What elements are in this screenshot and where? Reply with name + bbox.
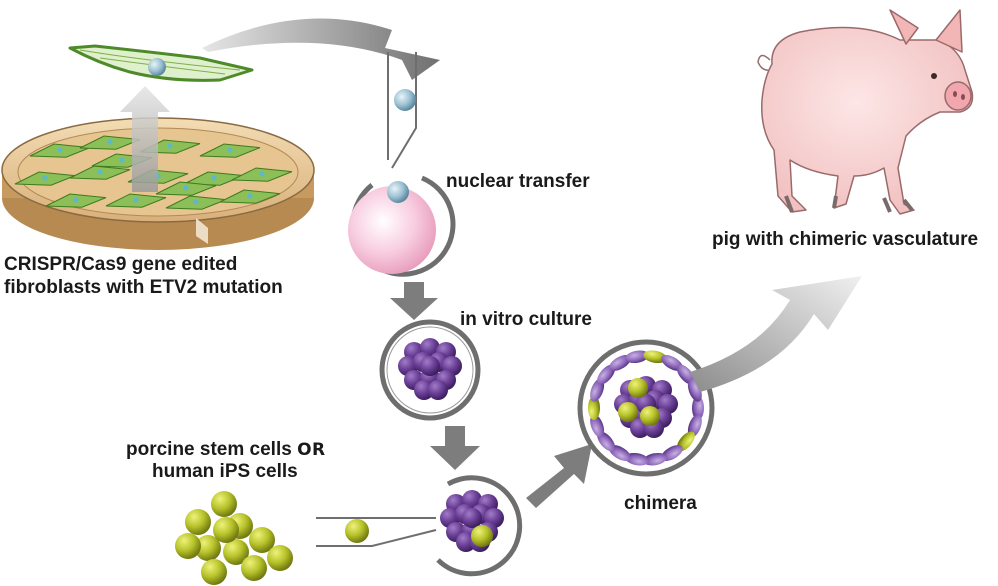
or-label: OR bbox=[297, 440, 326, 460]
stem-cell-5 bbox=[249, 527, 275, 553]
fibroblast-nucleus-4 bbox=[42, 175, 48, 181]
fibroblast-cell-icon bbox=[68, 44, 254, 82]
fibroblast-nucleus-0 bbox=[57, 147, 63, 153]
fibroblast-nucleus-12 bbox=[247, 193, 253, 199]
embryo1-cell-11 bbox=[428, 380, 448, 400]
stem-cell-3 bbox=[195, 535, 221, 561]
chimera-label: chimera bbox=[624, 493, 697, 514]
embryo2-cell-12 bbox=[462, 508, 482, 528]
trophoblast-cell-9 bbox=[588, 396, 600, 420]
fibroblast-nucleus-10 bbox=[133, 197, 139, 203]
stem-cell-10 bbox=[213, 517, 239, 543]
stem-cell-0 bbox=[185, 509, 211, 535]
fibroblast-nucleus-2 bbox=[167, 143, 173, 149]
trophoblast-cell-5 bbox=[625, 452, 649, 466]
fibroblast-nucleus-3 bbox=[227, 147, 233, 153]
stem-cell-7 bbox=[241, 555, 267, 581]
trophoblast-cell-13 bbox=[625, 350, 649, 364]
embryo1-cell-12 bbox=[420, 356, 440, 376]
stem-cell-9 bbox=[175, 533, 201, 559]
stem-cell-cluster-icon bbox=[175, 491, 293, 585]
micropipette-icon bbox=[387, 52, 417, 169]
stem-cell-8 bbox=[267, 545, 293, 571]
embryo-icon bbox=[379, 319, 481, 421]
stem-cells-label-line1: porcine stem cells OR bbox=[126, 438, 326, 462]
embryo1-cell-10 bbox=[414, 380, 434, 400]
chimera-embryo-icon bbox=[577, 339, 715, 477]
fibroblast-nucleus-9 bbox=[73, 197, 79, 203]
fibroblast-nucleus-1 bbox=[107, 139, 113, 145]
fibroblast-nucleus-7 bbox=[211, 175, 217, 181]
up-arrow bbox=[120, 86, 170, 192]
embryo2-cell-10 bbox=[456, 532, 476, 552]
fibroblasts-label-line2: fibroblasts with ETV2 mutation bbox=[4, 277, 283, 298]
stem-cell-1 bbox=[211, 491, 237, 517]
stem-cell-6 bbox=[201, 559, 227, 585]
fibroblast-nucleus-13 bbox=[119, 157, 125, 163]
arrow-to-chimera bbox=[526, 444, 592, 508]
down-arrow-culture bbox=[390, 282, 438, 320]
pig-icon bbox=[757, 9, 974, 215]
oocyte-icon bbox=[348, 175, 456, 277]
fibroblast-nucleus-5 bbox=[97, 169, 103, 175]
injection-pipette-icon bbox=[316, 517, 437, 547]
trophoblast-cell-8 bbox=[590, 414, 605, 438]
stem-cell-4 bbox=[223, 539, 249, 565]
arrow-to-pig bbox=[690, 276, 862, 392]
trophoblast-cell-14 bbox=[643, 350, 667, 364]
blastocyst-icon bbox=[436, 475, 523, 577]
nuclear-transfer-label: nuclear transfer bbox=[446, 171, 590, 192]
pig-label: pig with chimeric vasculature bbox=[712, 229, 979, 250]
stem-cells-text: porcine stem cells bbox=[126, 439, 292, 460]
chimeric-cell-1 bbox=[640, 406, 660, 426]
injected-stem-cell bbox=[471, 525, 493, 547]
fibroblast-nucleus-8 bbox=[259, 171, 265, 177]
chimeric-cell-2 bbox=[618, 402, 638, 422]
stem-cells-label-line2: human iPS cells bbox=[152, 461, 298, 482]
trophoblast-cell-4 bbox=[643, 452, 667, 466]
fibroblasts-label-line1: CRISPR/Cas9 gene edited bbox=[4, 254, 238, 275]
nucleus-icon bbox=[148, 58, 166, 76]
fibroblast-nucleus-14 bbox=[183, 185, 189, 191]
fibroblast-nucleus-11 bbox=[193, 199, 199, 205]
down-arrow-injection bbox=[430, 426, 480, 470]
trophoblast-cell-0 bbox=[692, 396, 704, 420]
curved-arrow-nuclear bbox=[202, 18, 440, 80]
in-vitro-culture-label: in vitro culture bbox=[460, 309, 592, 330]
chimeric-cell-0 bbox=[628, 378, 648, 398]
